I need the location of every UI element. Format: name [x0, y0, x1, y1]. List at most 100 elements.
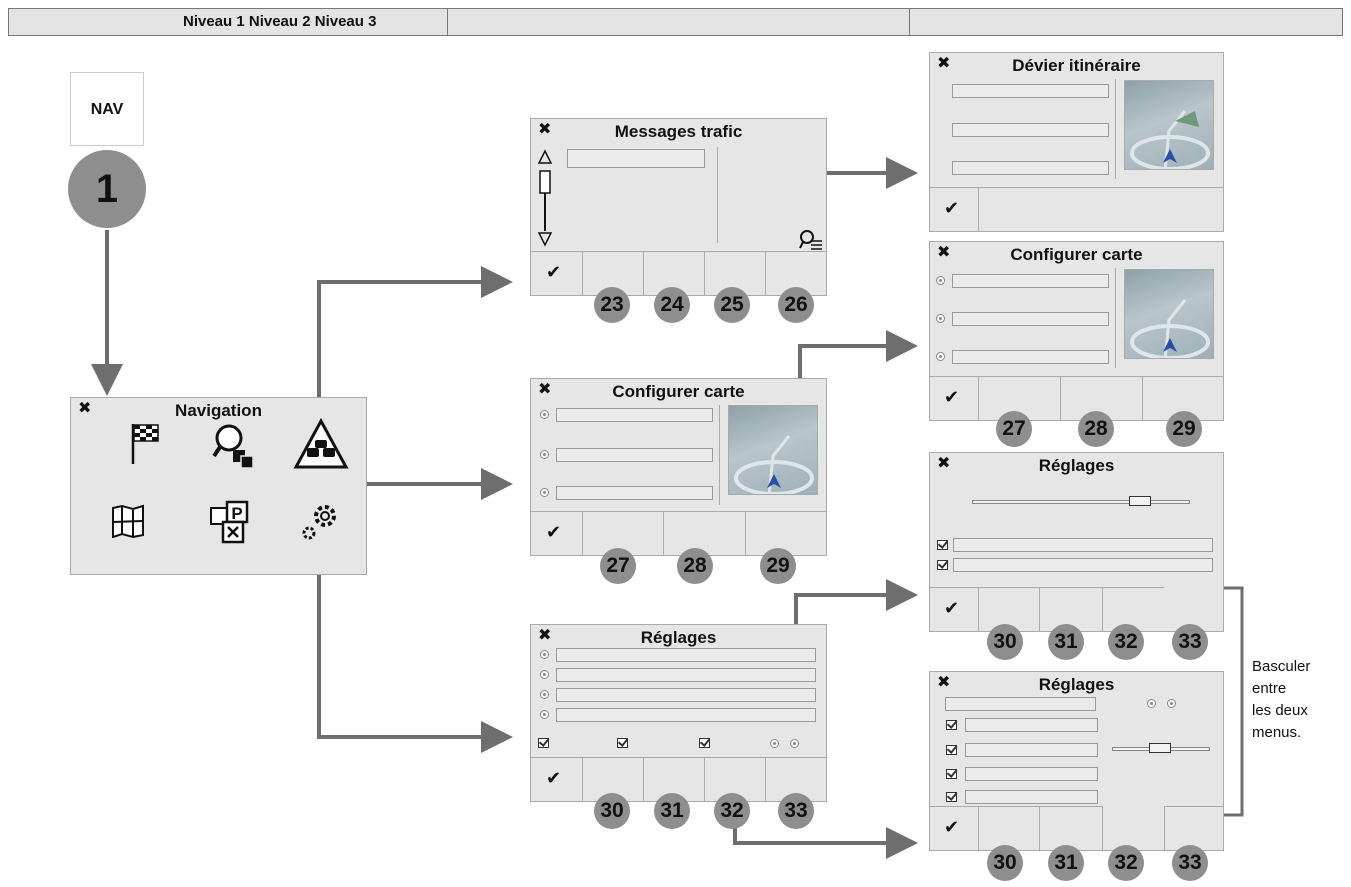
tab-30[interactable] — [582, 757, 643, 801]
checkbox-icon[interactable] — [617, 738, 628, 748]
callout-31: 31 — [654, 793, 690, 829]
tab-31[interactable] — [643, 757, 704, 801]
ok-tab[interactable]: ✔ — [930, 376, 978, 420]
tab-31[interactable] — [1039, 806, 1102, 850]
checkbox-icon[interactable] — [538, 738, 549, 748]
close-icon[interactable]: ✖ — [937, 55, 951, 72]
radio-icon[interactable] — [1167, 699, 1176, 708]
option-field[interactable] — [952, 312, 1109, 326]
panel-title: Configurer carte — [612, 382, 745, 401]
radio-icon[interactable] — [1147, 699, 1156, 708]
radio-icon[interactable] — [540, 650, 549, 659]
radio-icon[interactable] — [540, 410, 549, 419]
gear-icon[interactable] — [299, 502, 341, 544]
option-field[interactable] — [556, 448, 713, 462]
checkbox-icon[interactable] — [946, 745, 957, 755]
option-field[interactable] — [556, 648, 816, 662]
close-icon[interactable]: ✖ — [937, 455, 951, 472]
option-field[interactable] — [953, 558, 1213, 572]
ok-tab[interactable]: ✔ — [531, 511, 582, 555]
callout-29: 29 — [760, 548, 796, 584]
tab-30[interactable] — [978, 806, 1039, 850]
option-field[interactable] — [952, 350, 1109, 364]
ok-tab[interactable]: ✔ — [930, 806, 978, 850]
tab-26[interactable] — [765, 251, 827, 295]
radio-icon[interactable] — [936, 352, 945, 361]
radio-icon[interactable] — [540, 488, 549, 497]
option-field[interactable] — [965, 743, 1098, 757]
ok-tab[interactable]: ✔ — [531, 251, 582, 295]
checkbox-icon[interactable] — [937, 540, 948, 550]
tab-32[interactable] — [1102, 587, 1164, 631]
radio-icon[interactable] — [936, 314, 945, 323]
nav-button[interactable]: NAV — [70, 72, 144, 146]
option-field[interactable] — [556, 688, 816, 702]
option-field[interactable] — [952, 123, 1109, 137]
radio-icon[interactable] — [770, 739, 779, 748]
checkbox-icon[interactable] — [946, 792, 957, 802]
close-icon[interactable]: ✖ — [538, 381, 552, 398]
radio-icon[interactable] — [540, 450, 549, 459]
option-field[interactable] — [556, 486, 713, 500]
slider-handle[interactable] — [1129, 496, 1151, 506]
checkbox-icon[interactable] — [946, 769, 957, 779]
checkmark-icon: ✔ — [546, 262, 562, 282]
tab-27[interactable] — [978, 376, 1060, 420]
option-field[interactable] — [945, 697, 1096, 711]
slider-track[interactable] — [972, 500, 1190, 504]
tab-29[interactable] — [745, 511, 827, 555]
option-field[interactable] — [965, 790, 1098, 804]
tab-32[interactable] — [1102, 806, 1164, 850]
tab-33[interactable] — [765, 757, 827, 801]
radio-icon[interactable] — [936, 276, 945, 285]
radio-icon[interactable] — [540, 710, 549, 719]
option-field[interactable] — [952, 84, 1109, 98]
tab-24[interactable] — [643, 251, 704, 295]
tab-33[interactable] — [1164, 806, 1224, 850]
poi-parking-icon[interactable]: P — [209, 500, 253, 544]
option-field[interactable] — [952, 161, 1109, 175]
tab-31[interactable] — [1039, 587, 1102, 631]
tab-27[interactable] — [582, 511, 663, 555]
slider-handle[interactable] — [1149, 743, 1171, 753]
tab-29[interactable] — [1142, 376, 1224, 420]
option-field[interactable] — [556, 668, 816, 682]
ok-tab[interactable]: ✔ — [531, 757, 582, 801]
tab-28[interactable] — [663, 511, 745, 555]
close-icon[interactable]: ✖ — [538, 627, 552, 644]
ok-tab[interactable]: ✔ — [930, 187, 978, 231]
search-poi-icon[interactable] — [211, 422, 261, 472]
close-icon[interactable]: ✖ — [937, 674, 951, 691]
close-icon[interactable]: ✖ — [78, 400, 92, 417]
checkbox-icon[interactable] — [946, 720, 957, 730]
checkbox-icon[interactable] — [937, 560, 948, 570]
traffic-options-icon[interactable] — [799, 229, 823, 251]
tab-30[interactable] — [978, 587, 1039, 631]
option-field[interactable] — [952, 274, 1109, 288]
tab-25[interactable] — [704, 251, 765, 295]
tab-23[interactable] — [582, 251, 643, 295]
option-field[interactable] — [965, 767, 1098, 781]
map-preview — [728, 405, 818, 495]
close-icon[interactable]: ✖ — [538, 121, 552, 138]
radio-icon[interactable] — [540, 670, 549, 679]
option-field[interactable] — [556, 408, 713, 422]
radio-icon[interactable] — [540, 690, 549, 699]
option-field[interactable] — [965, 718, 1098, 732]
option-field[interactable] — [556, 708, 816, 722]
radio-icon[interactable] — [790, 739, 799, 748]
ok-tab[interactable]: ✔ — [930, 587, 978, 631]
arrow-settings — [317, 553, 513, 753]
scrollbar[interactable] — [537, 147, 553, 247]
option-field[interactable] — [953, 538, 1213, 552]
traffic-icon[interactable] — [293, 418, 349, 470]
checkmark-icon: ✔ — [944, 387, 960, 407]
tab-32[interactable] — [704, 757, 765, 801]
map-icon[interactable] — [111, 504, 145, 538]
message-field[interactable] — [567, 149, 705, 168]
nav-button-label: NAV — [90, 101, 124, 118]
close-icon[interactable]: ✖ — [937, 244, 951, 261]
checkbox-icon[interactable] — [699, 738, 710, 748]
checkered-flag-icon[interactable] — [129, 420, 163, 466]
tab-28[interactable] — [1060, 376, 1142, 420]
